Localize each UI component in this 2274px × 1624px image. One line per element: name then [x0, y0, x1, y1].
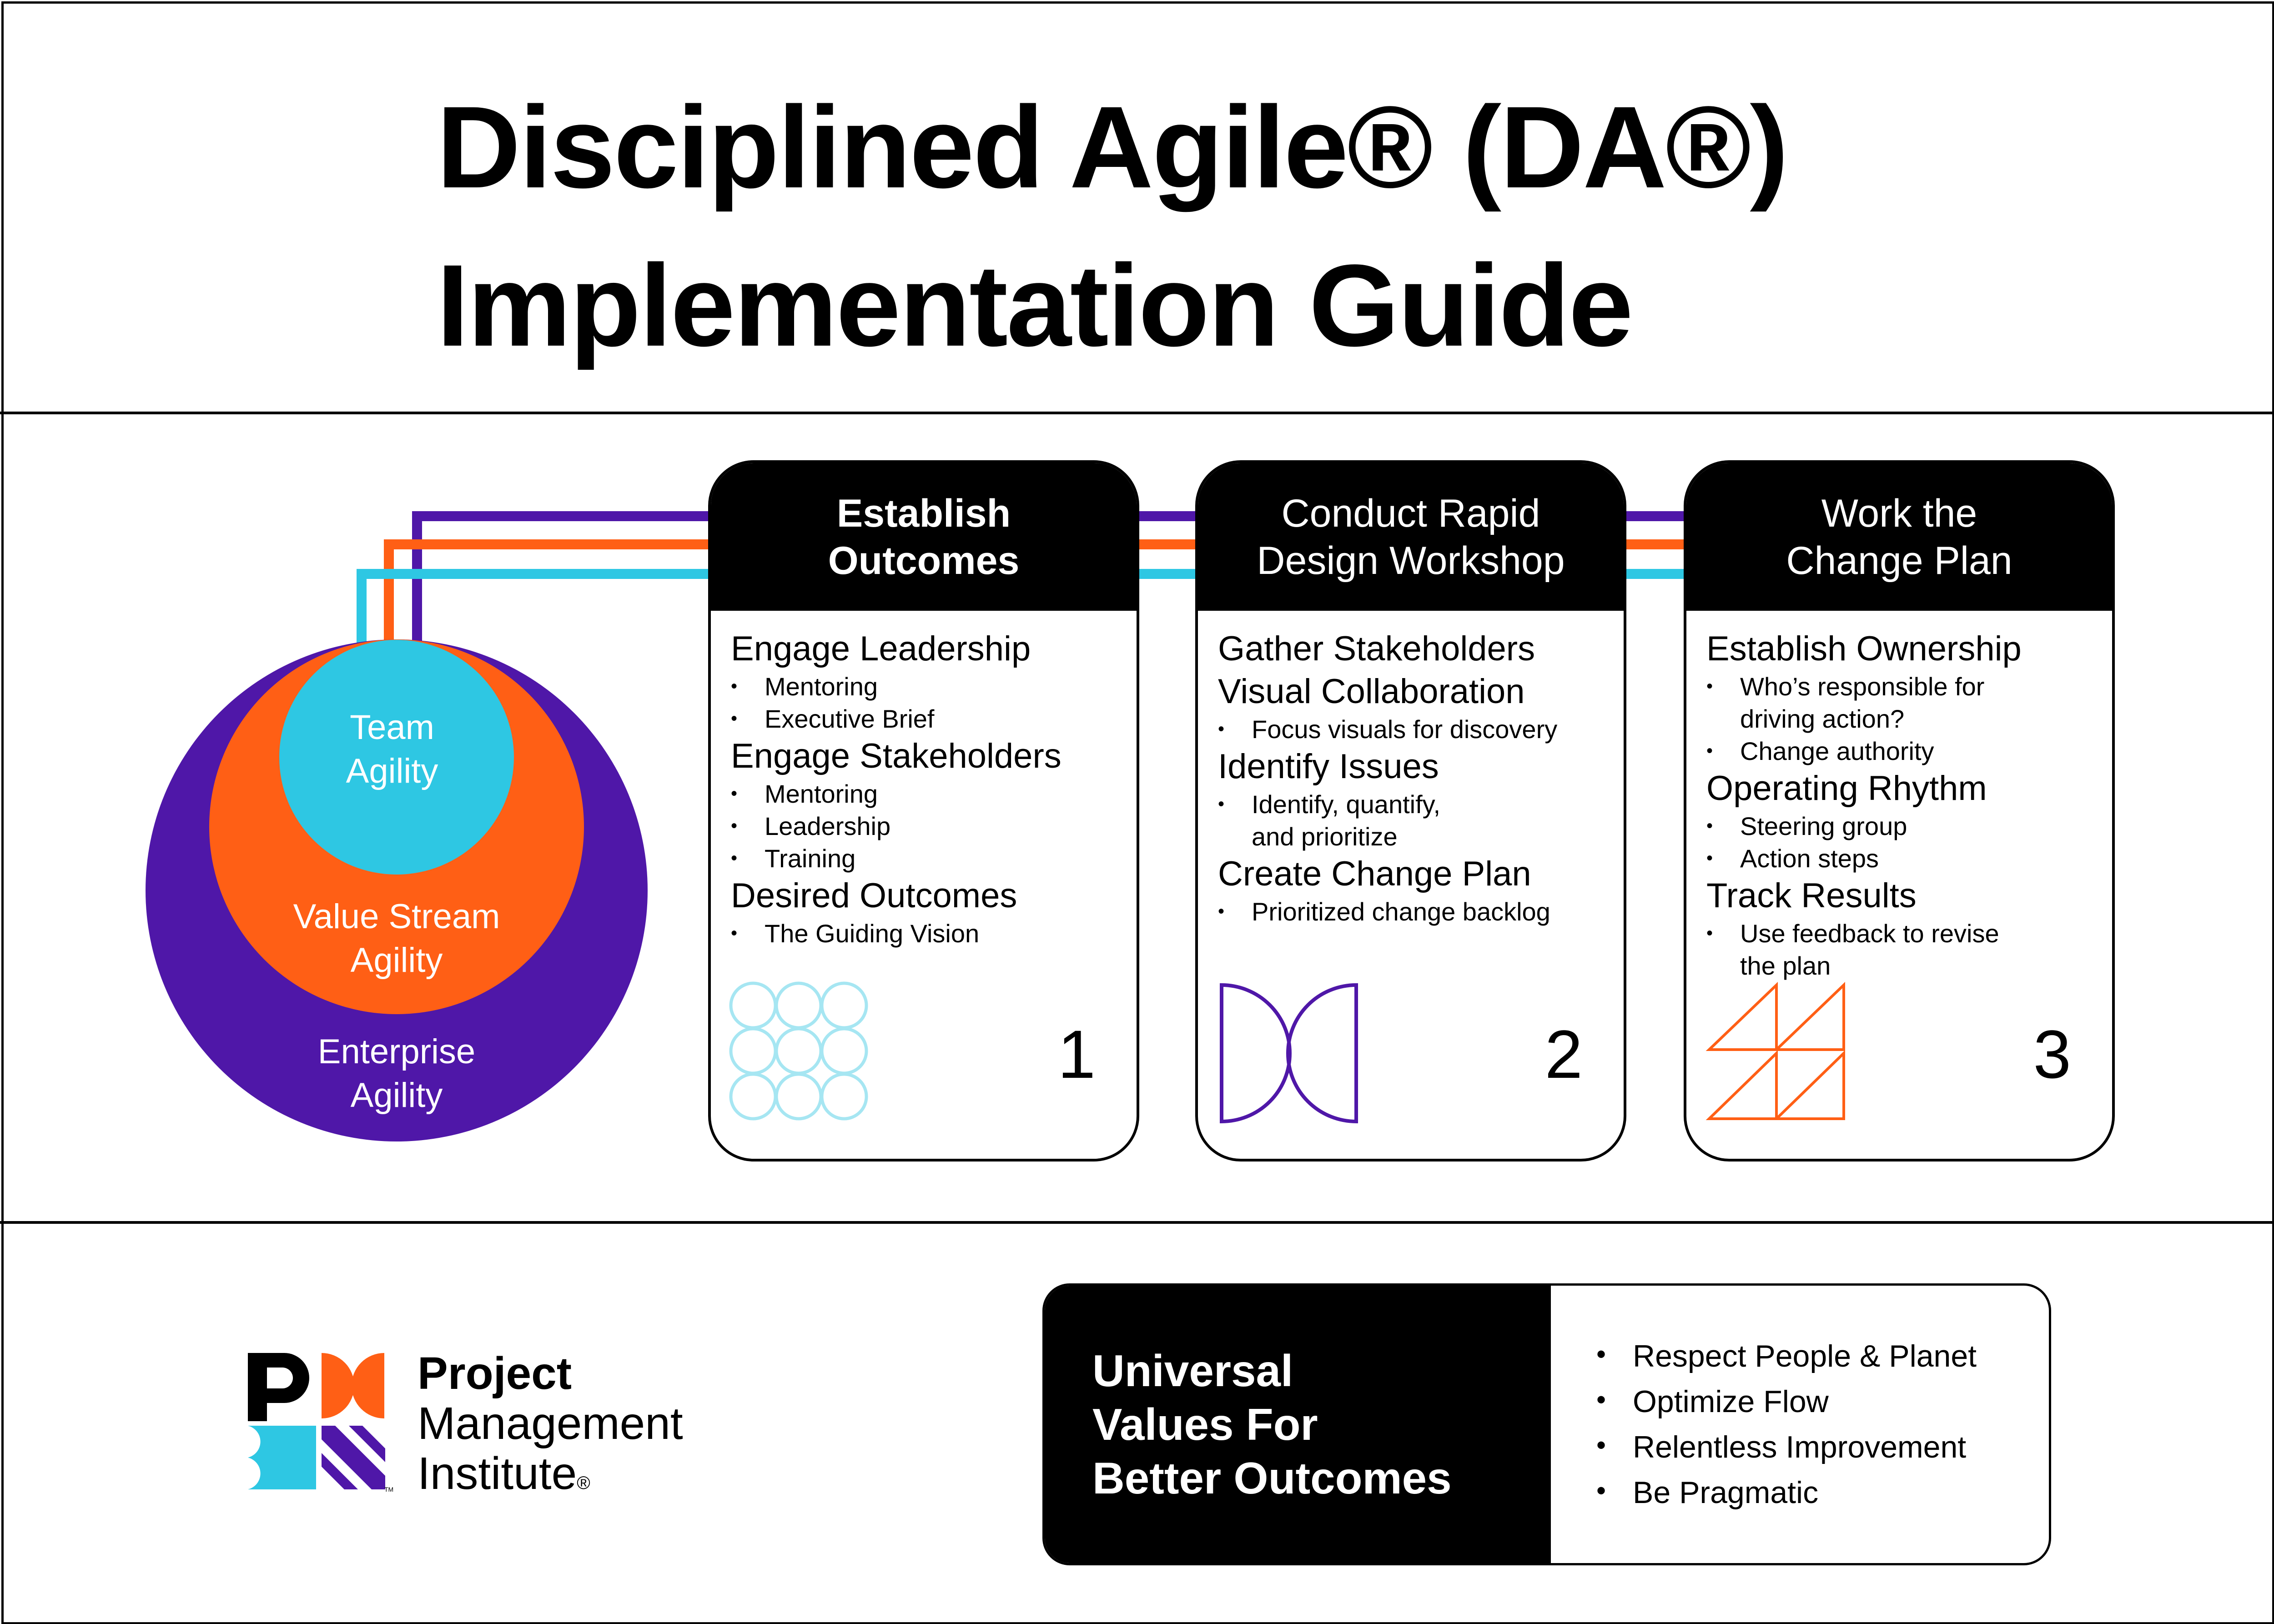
section-heading: Desired Outcomes: [731, 876, 1017, 915]
step-number: 2: [1545, 1016, 1583, 1092]
step-card-title: Conduct Rapid Design Workshop: [1198, 463, 1624, 611]
section-item: driving action?: [1740, 704, 1905, 733]
section-item: The Guiding Vision: [731, 917, 1123, 950]
universal-values-box: Universal Values For Better Outcomes Res…: [1042, 1283, 2051, 1565]
step-card-work-change-plan: Work the Change Plan Establish Ownership…: [1684, 460, 2115, 1161]
section-item: Training: [731, 842, 1123, 875]
pmi-registered: ®: [577, 1473, 590, 1493]
page-title: Disciplined Agile® (DA®) Implementation …: [437, 68, 1789, 385]
section-item: Use feedback to revise: [1706, 917, 2098, 950]
pmi-trademark: TM: [384, 1486, 393, 1493]
section-item: Change authority: [1706, 735, 2098, 767]
section-item: Executive Brief: [731, 703, 1123, 735]
step-card-title: Work the Change Plan: [1686, 463, 2112, 611]
team-agility-circle: [279, 640, 514, 875]
universal-values-list: Respect People & Planet Optimize Flow Re…: [1596, 1332, 1977, 1515]
pmi-line-3: Institute®: [418, 1448, 683, 1508]
section-item: Mentoring: [731, 778, 1123, 810]
section-heading: Operating Rhythm: [1706, 769, 1987, 808]
section-item: Identify, quantify,: [1218, 788, 1610, 820]
enterprise-agility-label: Enterprise Agility: [317, 1032, 476, 1115]
pmi-logo-icon: TM: [248, 1353, 393, 1493]
half-circles-icon: [1220, 983, 1358, 1124]
section-item: Mentoring: [731, 670, 1123, 703]
step-card-body: Establish Ownership Who’s responsible fo…: [1706, 628, 2098, 982]
step-card-establish-outcomes: Establish Outcomes Engage Leadership Men…: [708, 460, 1139, 1161]
section-item: Action steps: [1706, 842, 2098, 875]
pmi-line-2: Management: [418, 1398, 683, 1449]
pmi-line-3-text: Institute: [418, 1448, 577, 1499]
section-item: Steering group: [1706, 810, 2098, 842]
triangles-icon: [1706, 981, 1845, 1120]
section-heading: Create Change Plan: [1218, 855, 1531, 893]
value-item: Be Pragmatic: [1596, 1468, 1977, 1515]
step-card-body: Engage Leadership Mentoring Executive Br…: [731, 628, 1123, 950]
section-item: Who’s responsible for: [1706, 670, 2098, 703]
section-item: and prioritize: [1252, 822, 1398, 851]
section-item: the plan: [1740, 951, 1831, 980]
section-heading: Track Results: [1706, 876, 1917, 915]
step-number: 1: [1057, 1016, 1096, 1092]
title-line-2: Implementation Guide: [437, 241, 1633, 371]
section-item: Leadership: [731, 810, 1123, 842]
section-heading: Gather Stakeholders: [1218, 629, 1535, 668]
section-item: Focus visuals for discovery: [1218, 713, 1610, 745]
step-number: 3: [2033, 1016, 2071, 1092]
pmi-wordmark: Project Management Institute®: [418, 1348, 683, 1508]
universal-values-heading: Universal Values For Better Outcomes: [1045, 1286, 1551, 1563]
value-item: Relentless Improvement: [1596, 1423, 1977, 1470]
value-item: Respect People & Planet: [1596, 1332, 1977, 1379]
section-heading: Identify Issues: [1218, 747, 1439, 786]
team-agility-label: Team Agility: [346, 708, 438, 790]
divider-bottom: [0, 1221, 2274, 1224]
pmi-line-1: Project: [418, 1348, 572, 1399]
circles-grid-icon: [729, 981, 868, 1121]
step-card-body: Gather Stakeholders Visual Collaboration…: [1218, 628, 1610, 928]
value-stream-agility-label: Value Stream Agility: [293, 897, 500, 980]
divider-top: [0, 412, 2274, 414]
section-heading: Engage Stakeholders: [731, 737, 1062, 775]
value-item: Optimize Flow: [1596, 1377, 1977, 1424]
title-line-1: Disciplined Agile® (DA®): [437, 82, 1789, 212]
section-heading: Engage Leadership: [731, 629, 1031, 668]
step-card-rapid-design-workshop: Conduct Rapid Design Workshop Gather Sta…: [1195, 460, 1626, 1161]
section-heading: Establish Ownership: [1706, 629, 2022, 668]
section-heading: Visual Collaboration: [1218, 672, 1525, 711]
section-item: Prioritized change backlog: [1218, 895, 1610, 928]
step-card-title: Establish Outcomes: [711, 463, 1137, 611]
